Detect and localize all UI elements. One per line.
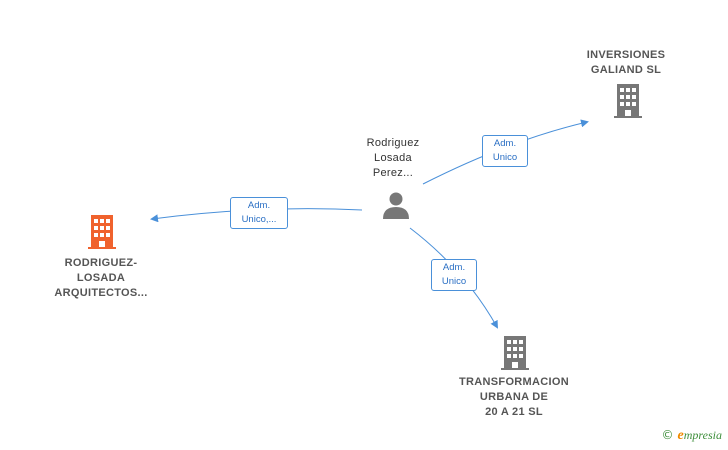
edge-label-rodriguez-losada: Adm. Unico,... [230,197,288,229]
brand-initial: e [677,428,684,443]
copyright-icon: © [661,428,674,442]
building-icon[interactable] [88,215,116,249]
edge-label-transformacion-urbana: Adm. Unico [431,259,477,291]
person-name[interactable]: Rodriguez Losada Perez... [366,137,420,179]
brand-name: mpresia [683,428,722,442]
company-name-rodriguez-losada[interactable]: RODRIGUEZ- LOSADA ARQUITECTOS... [54,257,148,299]
building-icon[interactable] [614,84,642,118]
company-name-inversiones-galiand[interactable]: INVERSIONES GALIAND SL [586,49,666,76]
building-icon[interactable] [501,336,529,370]
company-name-transformacion-urbana[interactable]: TRANSFORMACION URBANA DE 20 A 21 SL [459,376,569,418]
person-icon[interactable] [381,190,411,220]
brand-watermark: ©empresia [662,428,722,444]
edge-label-inversiones-galiand: Adm. Unico [482,135,528,167]
